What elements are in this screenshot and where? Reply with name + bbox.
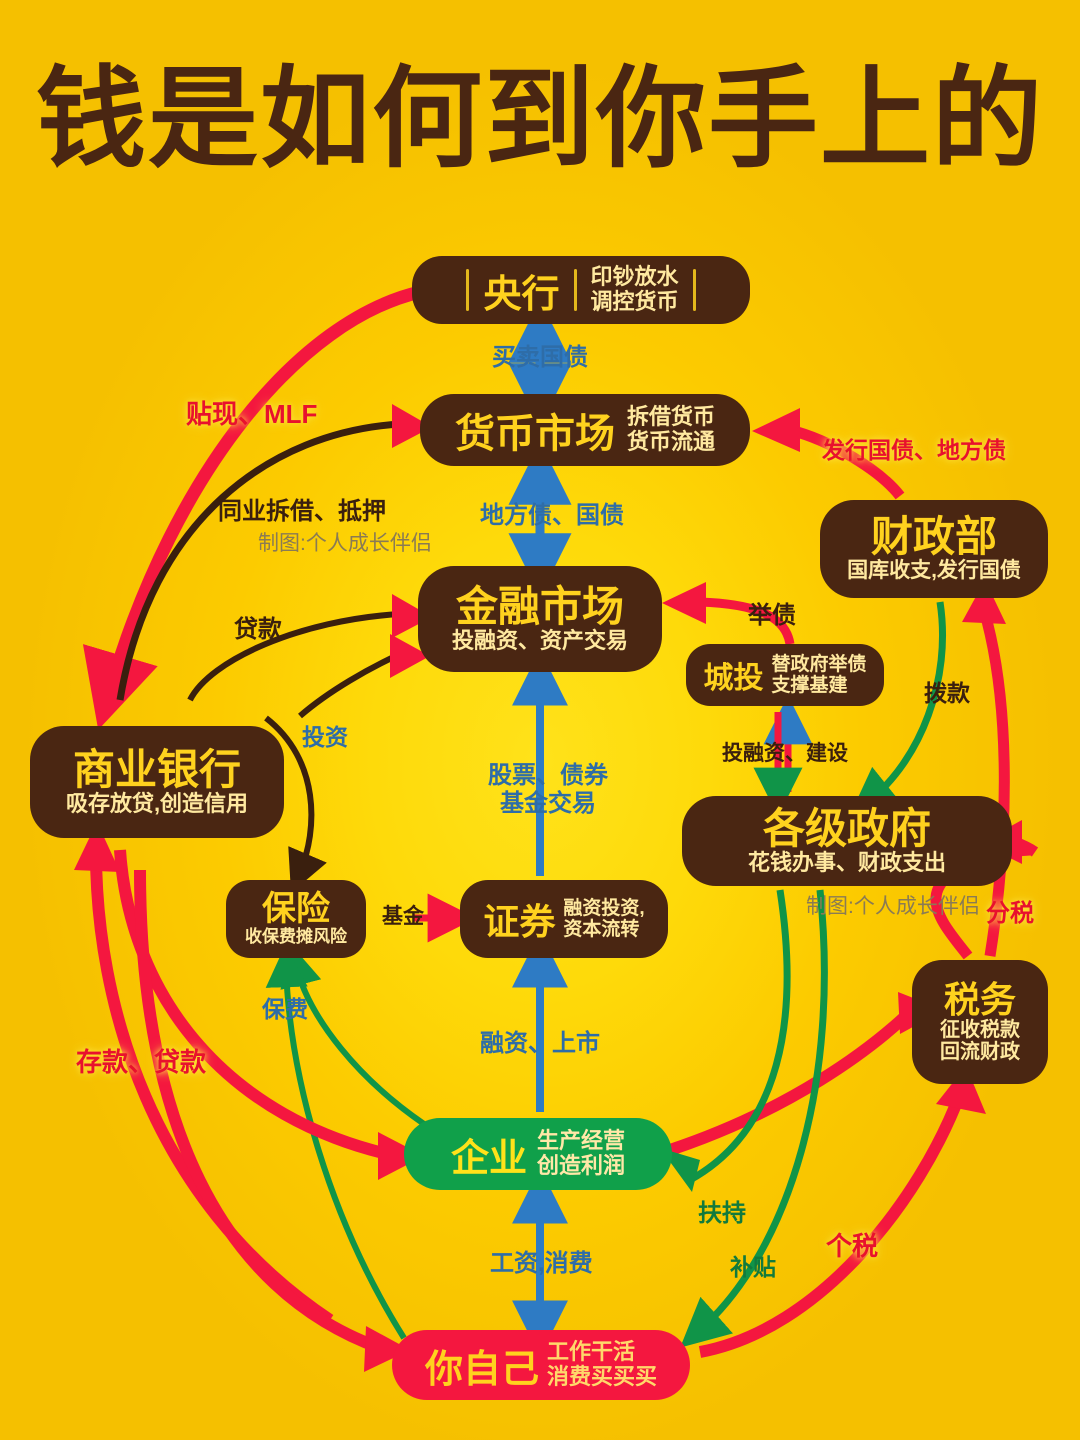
divider [692,269,696,311]
node-governments[interactable]: 各级政府 花钱办事、财政支出 [682,796,1012,886]
node-enterprise-title: 企业 [450,1137,527,1180]
node-securities-title: 证券 [483,901,556,942]
node-insurance-desc: 收保费摊风险 [245,927,347,947]
edge-label-appropriation: 拨款 [924,680,970,706]
edge-label-local-national-bonds: 地方债、国债 [480,502,624,529]
edge-label-premium: 保费 [262,996,308,1022]
watermark-bottom: 制图:个人成长伴侣 [806,895,980,918]
edge-label-interbank: 同业拆借、抵押 [218,498,386,525]
divider [573,269,577,311]
node-money-market-desc: 拆借货币 货币流通 [626,404,715,454]
node-money-market-title: 货币市场 [454,412,615,456]
watermark-top: 制图:个人成长伴侣 [258,532,432,555]
node-money-market[interactable]: 货币市场 拆借货币 货币流通 [420,394,750,466]
edge-qiye-to-shuiwu [668,1007,915,1156]
node-governments-title: 各级政府 [762,804,931,852]
edge-label-support: 扶持 [698,1200,746,1227]
edge-label-tax-sharing: 分税 [986,900,1034,927]
edge-label-borrow-debt: 举债 [748,602,796,629]
edge-yinhang-to-jinrong-loan [187,611,401,702]
edge-label-personal-tax: 个税 [826,1231,879,1261]
edge-label-invest-build: 投融资、建设 [722,742,848,765]
edge-baoxian-to-jinrong-invest [298,652,400,719]
divider [466,269,470,311]
node-lgfv-desc: 替政府举债 支撑基建 [771,653,867,696]
edge-qiye-to-baoxian [280,943,426,1127]
edge-label-stocks-bonds-funds: 股票、债券 基金交易 [488,762,608,817]
node-commercial-bank-desc: 吸存放贷,创造信用 [65,790,249,816]
node-financial-market[interactable]: 金融市场 投融资、资产交易 [418,566,662,672]
node-commercial-bank[interactable]: 商业银行 吸存放贷,创造信用 [30,726,284,838]
node-yourself[interactable]: 你自己 工作干活 消费买买买 [392,1330,690,1400]
arrowhead-judai [662,582,706,624]
node-central-bank[interactable]: 央行 印钞放水 调控货币 [412,256,750,324]
edge-label-deposit-loan: 存款、贷款 [76,1047,207,1077]
edge-label-buy-sell-bonds: 买卖国债 [492,344,588,371]
edge-yinhang-to-huobi [116,420,401,701]
node-central-bank-desc: 印钞放水 调控货币 [590,264,679,314]
node-securities[interactable]: 证券 融资投资, 资本流转 [460,880,668,958]
edge-label-wage-consumption: 工资,消费 [490,1250,593,1277]
node-governments-desc: 花钱办事、财政支出 [747,849,946,875]
node-securities-desc: 融资投资, 资本流转 [563,897,645,940]
edge-label-fund: 基金 [382,905,424,928]
node-central-bank-title: 央行 [483,273,560,316]
node-commercial-bank-title: 商业银行 [72,745,241,793]
node-lgfv[interactable]: 城投 替政府举债 支撑基建 [686,644,884,706]
node-tax-bureau[interactable]: 税务 征收税款 回流财政 [912,960,1048,1084]
node-financial-market-desc: 投融资、资产交易 [451,627,628,653]
arrowhead-caizheng-huobi [752,408,800,452]
node-financial-market-title: 金融市场 [455,582,624,630]
node-ministry-of-finance-desc: 国库收支,发行国债 [847,559,1021,583]
edge-label-subsidy: 补贴 [730,1254,776,1280]
edge-label-loan: 贷款 [234,616,282,643]
edge-label-financing-ipo: 融资、上市 [480,1030,600,1057]
edge-zhengfu-to-qiye [688,889,791,1184]
edge-ziji-to-baoxian [265,945,407,1340]
node-ministry-of-finance-title: 财政部 [870,513,997,561]
node-yourself-desc: 工作干活 消费买买买 [547,1339,658,1389]
node-insurance-title: 保险 [262,889,330,928]
node-tax-bureau-desc: 征收税款 回流财政 [940,1018,1020,1063]
edge-label-issue-bonds: 发行国债、地方债 [822,437,1006,463]
node-enterprise-desc: 生产经营 创造利润 [537,1128,626,1178]
node-insurance[interactable]: 保险 收保费摊风险 [226,880,366,958]
page-title: 钱是如何到你手上的 [36,58,1044,181]
node-tax-bureau-title: 税务 [943,978,1016,1020]
edge-label-investment: 投资 [302,724,348,750]
node-enterprise[interactable]: 企业 生产经营 创造利润 [404,1118,672,1190]
node-lgfv-title: 城投 [703,662,764,695]
node-ministry-of-finance[interactable]: 财政部 国库收支,发行国债 [820,500,1048,598]
edge-label-discount-mlf: 贴现、MLF [186,399,318,429]
node-yourself-title: 你自己 [424,1348,539,1391]
